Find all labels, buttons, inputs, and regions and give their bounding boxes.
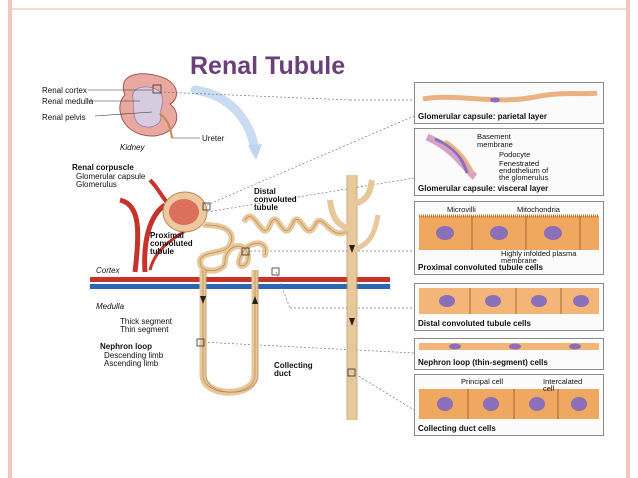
slide-border-right xyxy=(626,0,630,478)
panel-thin-segment-cells: Nephron loop (thin-segment) cells xyxy=(414,338,604,370)
label-renal-corpuscle: Renal corpuscle xyxy=(72,163,134,172)
caption-visceral: Glomerular capsule: visceral layer xyxy=(418,184,549,193)
panel-proximal-cells: Microvilli Mitochondria Highly infolded … xyxy=(414,201,604,275)
kidney-illustration xyxy=(119,73,178,139)
label-distal-3: tubule xyxy=(254,203,278,212)
label-microvilli: Microvilli xyxy=(447,205,476,214)
label-cortex: Cortex xyxy=(96,266,120,275)
label-distal-1: Distal xyxy=(254,187,276,196)
caption-thin-segment: Nephron loop (thin-segment) cells xyxy=(418,358,548,367)
label-proximal-2: convoluted xyxy=(150,239,193,248)
label-folded-1: Highly infolded plasma xyxy=(501,249,577,258)
label-distal-2: convoluted xyxy=(254,195,297,204)
panel-parietal-layer: Glomerular capsule: parietal layer xyxy=(414,82,604,124)
label-ascending-limb: Ascending limb xyxy=(104,359,159,368)
slide-border-left xyxy=(8,0,12,478)
label-glomerular-capsule: Glomerular capsule xyxy=(76,172,146,181)
label-basement-2: membrane xyxy=(477,140,513,149)
label-thick-segment: Thick segment xyxy=(120,317,173,326)
label-medulla: Medulla xyxy=(96,302,125,311)
label-kidney: Kidney xyxy=(120,143,145,152)
label-renal-cortex: Renal cortex xyxy=(42,86,87,95)
label-glomerulus: Glomerulus xyxy=(76,180,117,189)
label-intercalated-2: cell xyxy=(543,384,555,393)
label-thin-segment: Thin segment xyxy=(120,325,169,334)
label-proximal-3: tubule xyxy=(150,247,174,256)
panel-collecting-cells: Principal cell Intercalated cell Collect… xyxy=(414,374,604,436)
panel-distal-cells: Distal convoluted tubule cells xyxy=(414,283,604,331)
label-collecting-2: duct xyxy=(274,369,291,378)
label-proximal-1: Proximal xyxy=(150,231,184,240)
label-principal-cell: Principal cell xyxy=(461,377,504,386)
label-basement-1: Basement xyxy=(477,132,511,141)
label-fenestrated-3: the glomerulus xyxy=(499,173,549,182)
label-collecting-1: Collecting xyxy=(274,361,313,370)
label-mitochondria: Mitochondria xyxy=(517,205,560,214)
label-descending-limb: Descending limb xyxy=(104,351,164,360)
caption-collecting: Collecting duct cells xyxy=(418,424,496,433)
caption-parietal: Glomerular capsule: parietal layer xyxy=(418,112,547,121)
label-ureter: Ureter xyxy=(202,134,225,143)
label-fenestrated-2: endothelium of xyxy=(499,166,549,175)
slide-border-top xyxy=(12,8,626,10)
label-folded-2: membrane xyxy=(501,256,537,265)
panel-visceral-layer: Basement membrane Podocyte Fenestrated e… xyxy=(414,128,604,196)
caption-distal: Distal convoluted tubule cells xyxy=(418,319,531,328)
label-podocyte: Podocyte xyxy=(499,150,531,159)
label-nephron-loop: Nephron loop xyxy=(100,342,152,351)
label-renal-pelvis: Renal pelvis xyxy=(42,113,86,122)
label-renal-medulla: Renal medulla xyxy=(42,97,94,106)
caption-proximal: Proximal convoluted tubule cells xyxy=(418,263,543,272)
label-intercalated-1: Intercalated xyxy=(543,377,583,386)
label-fenestrated-1: Fenestrated xyxy=(499,159,540,168)
page-title: Renal Tubule xyxy=(190,52,346,80)
